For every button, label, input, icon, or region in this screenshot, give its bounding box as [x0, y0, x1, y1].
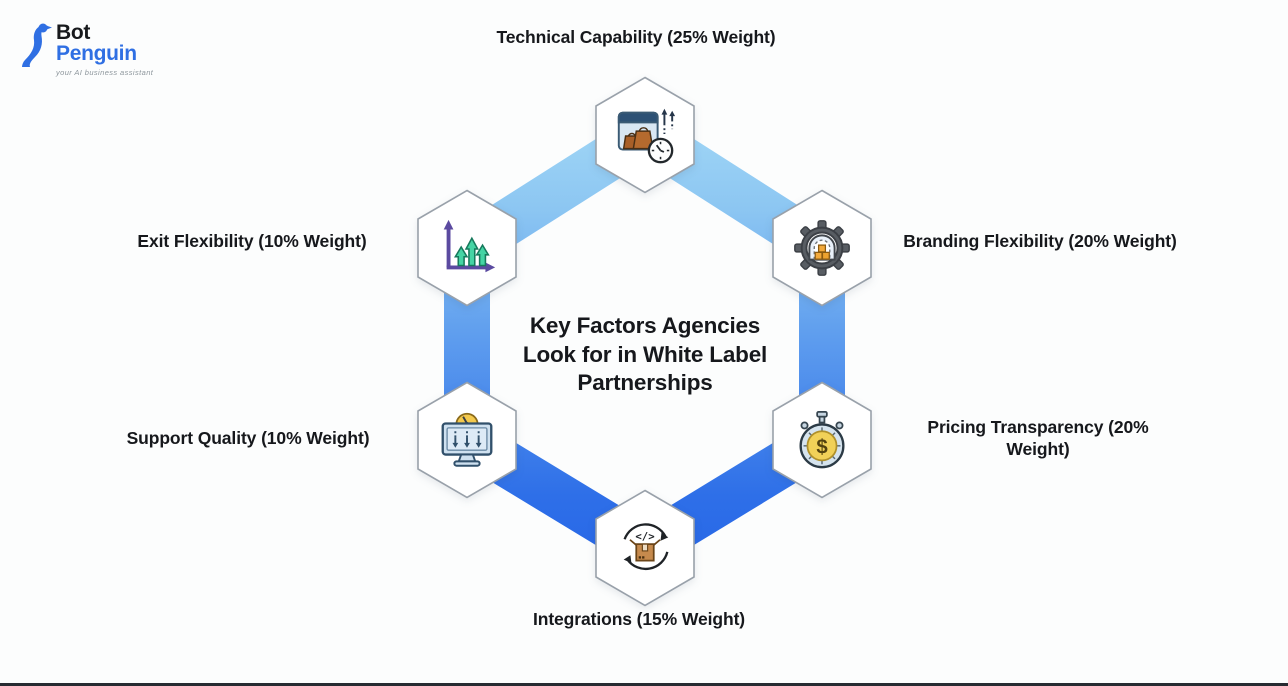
factor-label-branding-flexibility: Branding Flexibility (20% Weight)	[903, 231, 1177, 251]
factor-label-pricing-transparency: Pricing Transparency (20% Weight)	[927, 417, 1149, 459]
factor-label-technical-capability: Technical Capability (25% Weight)	[496, 27, 776, 47]
title-line-3: Partnerships	[577, 370, 713, 396]
factor-node-pricing-transparency: $	[770, 381, 874, 499]
svg-text:</>: </>	[635, 530, 654, 543]
factor-node-integrations: </>	[593, 489, 697, 607]
svg-text:$: $	[816, 437, 828, 459]
botpenguin-logo: Bot Penguin your AI business assistant	[18, 22, 153, 76]
factor-label-exit-flexibility: Exit Flexibility (10% Weight)	[137, 231, 367, 251]
storefront-window-clock-icon	[617, 108, 676, 164]
factor-node-support-quality	[415, 381, 519, 499]
factor-node-technical-capability	[593, 76, 697, 194]
diagram-title: Key Factors Agencies Look for in White L…	[465, 312, 825, 398]
factor-node-branding-flexibility	[770, 189, 874, 307]
factor-label-support-quality: Support Quality (10% Weight)	[126, 428, 370, 448]
logo-tagline: your AI business assistant	[56, 67, 154, 77]
penguin-icon	[22, 23, 52, 67]
factor-label-integrations: Integrations (15% Weight)	[532, 609, 746, 629]
gear-warehouse-icon	[794, 220, 850, 276]
monitor-gauge-icon	[441, 412, 493, 467]
factor-node-exit-flexibility	[415, 189, 519, 307]
logo-text-penguin: Penguin	[56, 42, 137, 66]
growth-arrows-chart-icon	[443, 219, 496, 273]
bottom-edge-strip	[0, 683, 1288, 686]
logo-text-bot: Bot	[56, 21, 91, 44]
package-code-cycle-icon: </>	[623, 523, 669, 571]
stopwatch-dollar-icon: $	[799, 410, 845, 469]
title-line-2: Look for in White Label	[522, 341, 768, 367]
title-line-1: Key Factors Agencies	[529, 313, 761, 338]
